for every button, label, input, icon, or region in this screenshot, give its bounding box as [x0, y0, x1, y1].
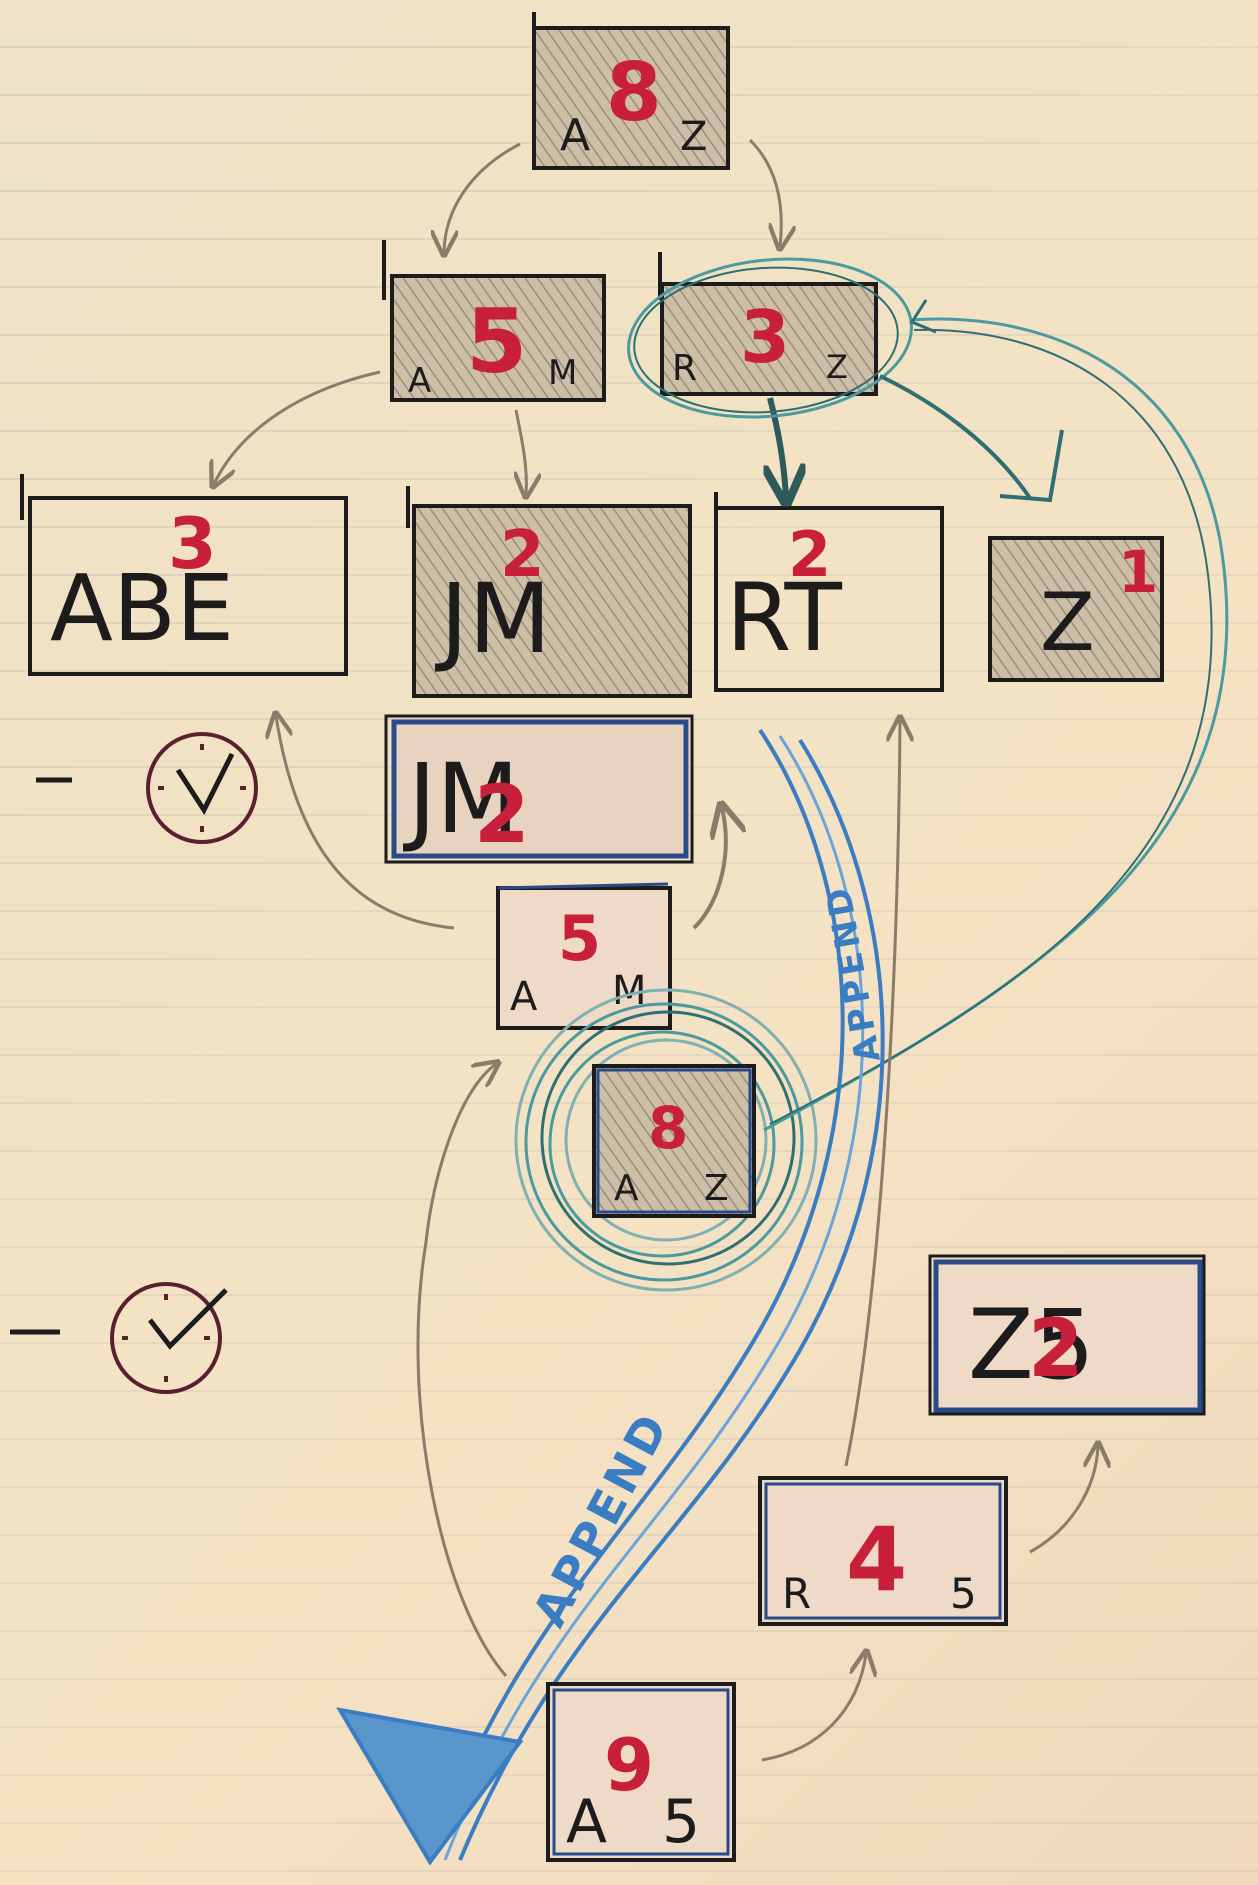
copy-path: JM 2 A 5 M A 8 Z [276, 300, 1227, 1290]
inner-right-right-key: Z [826, 348, 848, 386]
leaf-z: Z 1 [990, 538, 1162, 680]
arrow-root-to-inner-left [444, 144, 520, 252]
root-left-key: A [560, 110, 590, 161]
inner-right-left-key: R [672, 348, 697, 389]
new-root-count: 9 [604, 1723, 654, 1807]
new-root-left-key: A [566, 1787, 607, 1857]
copy-inner-count: 5 [558, 902, 601, 975]
leaf-jm: JM 2 [408, 486, 690, 696]
arrow-inner-right-to-rt [770, 398, 786, 498]
new-inner-right-key: 5 [950, 1569, 977, 1618]
leaf-z-key: Z [1040, 576, 1095, 669]
new-inner-left-key: R [782, 1569, 811, 1618]
arrow-inner-left-to-jm [516, 410, 526, 494]
copy-root-count: 8 [648, 1094, 688, 1162]
leaf-jm-count: 2 [500, 518, 545, 592]
leaf-z-count: 1 [1118, 538, 1158, 606]
node-root: A 8 Z [534, 12, 728, 168]
arrow-new-inner-to-rt [846, 720, 900, 1466]
new-leaf-z5: Z5 2 [930, 1256, 1204, 1414]
arrow-root-to-inner-right [750, 140, 781, 246]
clock-icon [36, 734, 256, 842]
arrow-inner-left-to-abe [214, 372, 380, 484]
leaf-abe: ABE 3 [22, 474, 346, 674]
append-label-main: APPEND [522, 1402, 680, 1635]
leaf-rt-count: 2 [788, 518, 831, 591]
arrow-copy-inner-to-copy-jm [694, 808, 726, 928]
node-inner-left: A 5 M [384, 240, 604, 401]
clock-icon [10, 1284, 226, 1392]
root-right-key: Z [680, 114, 707, 160]
copy-inner-left-key: A [510, 974, 538, 1020]
node-inner-right: R 3 Z [660, 252, 876, 394]
new-root: A 9 5 [548, 1684, 734, 1860]
new-inner-count: 4 [846, 1508, 907, 1611]
copy-root: A 8 Z [594, 1066, 754, 1216]
arrow-new-root-to-new-inner [762, 1654, 866, 1760]
inner-left-left-key: A [408, 361, 431, 401]
new-root-right-key: 5 [662, 1787, 700, 1857]
root-count: 8 [606, 46, 662, 139]
leaf-rt: RT 2 [716, 492, 942, 690]
inner-right-count: 3 [740, 295, 790, 379]
copy-jm-count: 2 [474, 768, 530, 861]
copy-jm: JM 2 [386, 716, 692, 862]
new-leaf-z5-count: 2 [1028, 1302, 1084, 1395]
original-tree: A 8 Z A 5 M R 3 Z ABE 3 [22, 12, 1162, 696]
arrow-new-inner-to-z5 [1030, 1446, 1098, 1552]
inner-left-right-key: M [548, 353, 577, 393]
leaf-abe-count: 3 [168, 503, 217, 585]
inner-left-count: 5 [466, 290, 527, 393]
arrow-new-root-to-copy-root [418, 1064, 506, 1676]
new-inner: R 4 5 [760, 1478, 1006, 1624]
copy-root-left-key: A [614, 1168, 639, 1209]
copy-root-right-key: Z [704, 1168, 729, 1209]
